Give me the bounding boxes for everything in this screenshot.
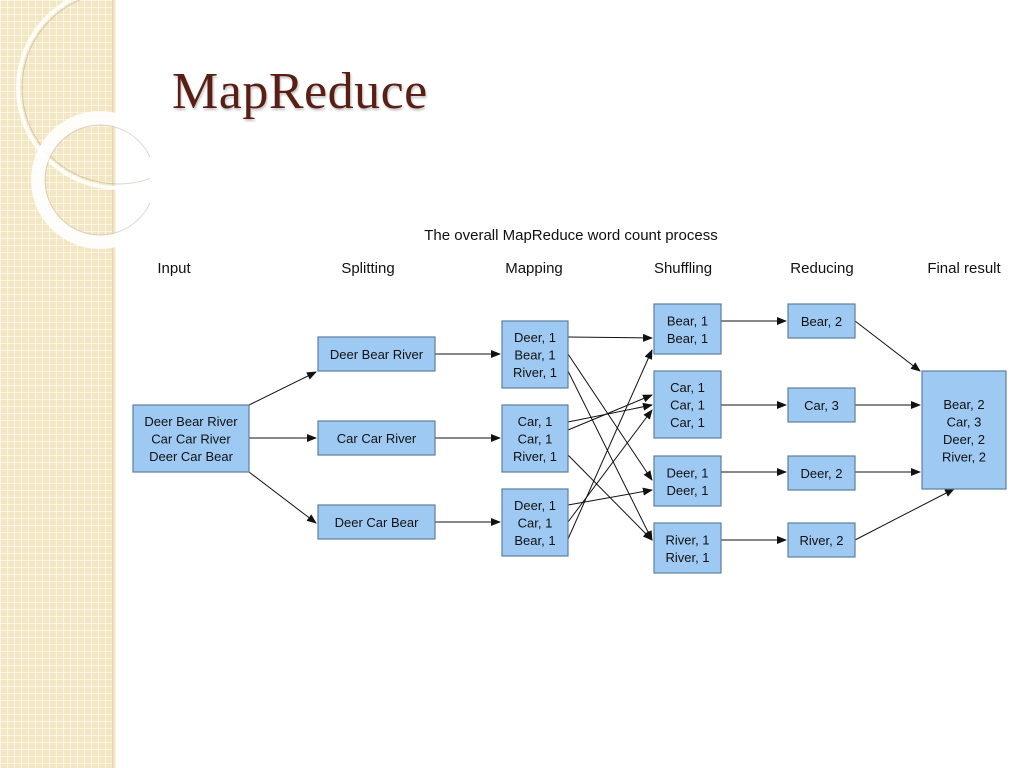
reduce-box: Car, 3	[787, 387, 856, 423]
mapping-box-text: Car, 1	[518, 516, 553, 531]
final-box: Bear, 2 Car, 3 Deer, 2 River, 2	[921, 370, 1007, 490]
split-box: Car Car River	[317, 420, 436, 456]
input-box-rect	[132, 404, 250, 473]
reduce-box: Deer, 2	[787, 455, 856, 491]
reduce-box: River, 2	[787, 522, 856, 558]
column-header: Final result	[927, 260, 1001, 277]
column-header: Shuffling	[654, 260, 712, 277]
flow-arrow	[567, 370, 653, 541]
shuffle-box-text: River, 1	[665, 532, 709, 547]
shuffle-box-rect	[653, 455, 722, 507]
input-box-text: Deer Car Bear	[149, 449, 233, 464]
shuffle-box: Car, 1 Car, 1 Car, 1	[653, 370, 722, 439]
diagram-title: The overall MapReduce word count process	[424, 227, 717, 244]
reduce-box-rect	[787, 455, 856, 491]
mapping-box-text: Car, 1	[518, 432, 553, 447]
final-box-text: Car, 3	[947, 414, 982, 429]
shuffle-box-rect	[653, 370, 722, 439]
reduce-box-text: Car, 3	[804, 398, 839, 413]
mapping-box-text: River, 1	[513, 449, 557, 464]
reduce-box-text: Bear, 2	[801, 314, 842, 329]
split-box-rect	[317, 420, 436, 456]
reduce-box-rect	[787, 387, 856, 423]
shuffle-box-text: Bear, 1	[667, 313, 708, 328]
flow-arrow	[248, 471, 317, 524]
flow-arrow	[567, 487, 653, 506]
mapping-box-text: Car, 1	[518, 414, 553, 429]
split-box-rect	[317, 504, 436, 540]
column-header: Splitting	[341, 260, 394, 277]
column-header: Reducing	[790, 260, 853, 277]
mapping-box: Deer, 1 Car, 1 Bear, 1	[501, 488, 569, 557]
shuffle-box: Deer, 1 Deer, 1	[653, 455, 722, 507]
column-header: Input	[157, 260, 191, 277]
mapping-box: Deer, 1 Bear, 1 River, 1	[501, 320, 569, 389]
mapping-box-text: Deer, 1	[514, 330, 556, 345]
flow-arrow	[567, 394, 653, 431]
shuffle-box-text: Deer, 1	[667, 483, 709, 498]
decorative-rings	[16, 0, 150, 249]
mapping-box-rect	[501, 320, 569, 389]
final-box-text: Bear, 2	[943, 397, 984, 412]
shuffle-box-rect	[653, 303, 722, 355]
flow-arrow	[248, 371, 317, 406]
mapping-box-text: Deer, 1	[514, 498, 556, 513]
split-box-text: Deer Bear River	[330, 347, 424, 362]
sidebar-edge	[112, 0, 116, 768]
shuffle-box-text: River, 1	[665, 550, 709, 565]
flow-arrow	[567, 409, 653, 523]
split-box: Deer Car Bear	[317, 504, 436, 540]
mapping-box-text: Bear, 1	[514, 533, 555, 548]
shuffle-box-text: Deer, 1	[667, 465, 709, 480]
reduce-box-text: Deer, 2	[801, 466, 843, 481]
shuffle-box-rect	[653, 522, 722, 574]
flow-arrow	[567, 402, 653, 423]
flow-arrow	[567, 353, 653, 481]
slide-title: MapReduce	[172, 63, 428, 120]
reduce-box-text: River, 2	[799, 533, 843, 548]
final-box-text: River, 2	[942, 449, 986, 464]
shuffle-box-text: Car, 1	[670, 415, 705, 430]
shuffle-box: River, 1 River, 1	[653, 522, 722, 574]
shuffle-box-text: Car, 1	[670, 398, 705, 413]
flow-arrow	[567, 333, 653, 342]
split-box-rect	[317, 336, 436, 372]
shuffle-box: Bear, 1 Bear, 1	[653, 303, 722, 355]
input-box-text: Car Car River	[151, 432, 231, 447]
split-box-text: Deer Car Bear	[335, 515, 419, 530]
split-box-text: Car Car River	[337, 431, 417, 446]
flow-arrow	[567, 349, 653, 540]
column-header: Mapping	[505, 260, 563, 277]
flow-arrow	[854, 320, 921, 372]
shuffle-box-text: Car, 1	[670, 380, 705, 395]
mapping-box-rect	[501, 404, 569, 473]
mapping-box-text: Bear, 1	[514, 348, 555, 363]
final-box-text: Deer, 2	[943, 432, 985, 447]
final-box-rect	[921, 370, 1007, 490]
reduce-box: Bear, 2	[787, 303, 856, 339]
input-box-text: Deer Bear River	[144, 414, 238, 429]
shuffle-box-text: Bear, 1	[667, 331, 708, 346]
split-box: Deer Bear River	[317, 336, 436, 372]
reduce-box-rect	[787, 522, 856, 558]
reduce-box-rect	[787, 303, 856, 339]
mapping-box-text: River, 1	[513, 365, 557, 380]
mapping-box: Car, 1 Car, 1 River, 1	[501, 404, 569, 473]
mapping-box-rect	[501, 488, 569, 557]
flow-arrow	[854, 488, 955, 541]
